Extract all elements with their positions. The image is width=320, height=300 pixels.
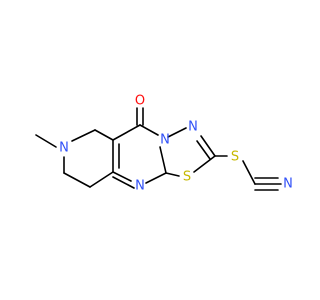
atom-nitrogen-nitrile: N <box>283 177 293 192</box>
bond <box>196 140 211 160</box>
bond <box>112 171 132 182</box>
bond <box>35 134 57 148</box>
bond <box>165 172 180 177</box>
atom-nitrogen-methyl: N <box>59 141 69 156</box>
bond <box>63 172 91 188</box>
atom-labels: O N N N N S S N <box>59 94 293 194</box>
bond <box>145 172 167 184</box>
bond <box>112 124 141 141</box>
bond <box>159 146 167 174</box>
structure-drawing: O N N N N S S N <box>35 94 293 194</box>
bond <box>112 176 135 189</box>
atom-nitrogen-bridge: N <box>160 133 170 148</box>
bond <box>167 127 187 138</box>
atom-sulfur-ring: S <box>183 170 191 185</box>
bond <box>193 155 216 173</box>
bond <box>200 135 216 157</box>
atom-nitrogen-thiadiazole: N <box>188 120 198 135</box>
atom-oxygen: O <box>135 94 145 109</box>
bond <box>89 171 114 188</box>
atom-sulfur-thioether: S <box>231 150 239 165</box>
atom-nitrogen-pyrimidine: N <box>135 179 145 194</box>
molecule-canvas: O N N N N S S N <box>35 94 293 194</box>
bond <box>242 160 256 185</box>
bond <box>94 129 114 141</box>
bond-set <box>35 107 282 191</box>
bond <box>71 129 96 142</box>
bond <box>139 124 159 136</box>
